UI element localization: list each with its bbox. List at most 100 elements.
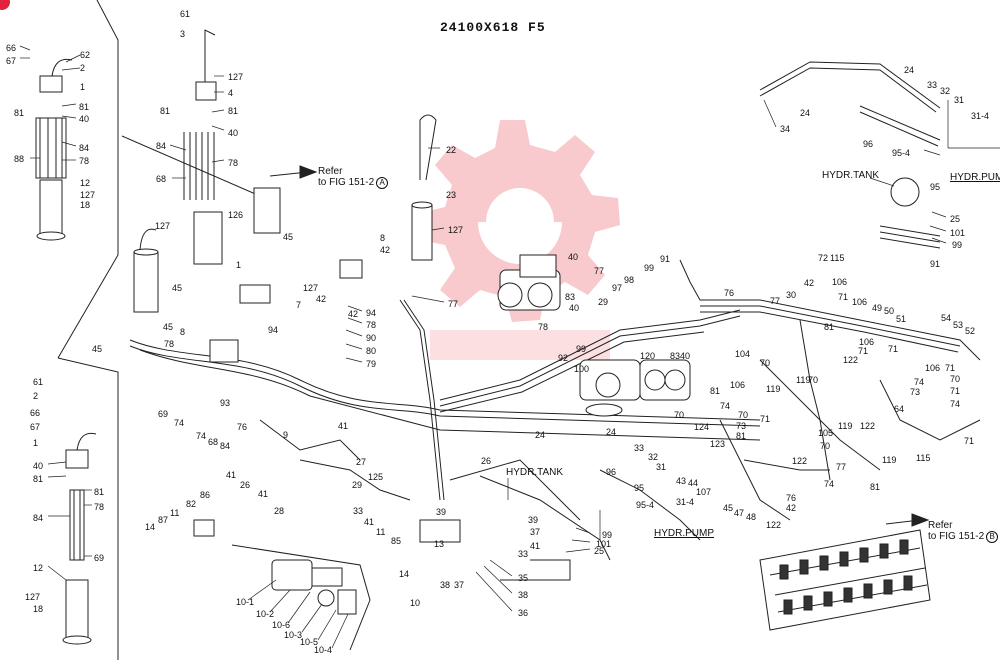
part-label: 74	[196, 431, 207, 441]
part-label: 54	[941, 313, 952, 323]
part-label: 34	[780, 124, 791, 134]
part-label: 78	[366, 320, 377, 330]
part-label: 95-4	[636, 500, 655, 510]
part-label: 99	[952, 240, 963, 250]
part-label: 45	[92, 344, 103, 354]
part-label: 33	[634, 443, 645, 453]
part-label: 50	[884, 306, 895, 316]
part-label: 68	[208, 437, 219, 447]
part-label: 81	[33, 474, 44, 484]
part-label: 36	[518, 608, 529, 618]
part-label: 2	[80, 63, 86, 73]
part-label: 23	[446, 190, 457, 200]
part-label: 48	[746, 512, 757, 522]
part-label: 24	[535, 430, 546, 440]
part-label: 70	[808, 375, 819, 385]
part-label: 71	[945, 363, 956, 373]
part-label: 1	[33, 438, 39, 448]
part-label: 124	[694, 422, 710, 432]
part-label: 73	[910, 387, 921, 397]
part-label: 83	[565, 292, 576, 302]
part-label: 106	[832, 277, 848, 287]
part-label: 2	[33, 391, 39, 401]
part-label: 29	[352, 480, 363, 490]
part-label: 69	[158, 409, 169, 419]
part-label: 11	[170, 508, 180, 518]
part-label: 24	[606, 427, 617, 437]
part-label: 74	[720, 401, 731, 411]
part-label: 53	[953, 320, 964, 330]
part-label: 41	[226, 470, 237, 480]
part-label: 99	[644, 263, 655, 273]
hydr-pump-label-top: HYDR.PUMP	[950, 172, 1000, 183]
part-label: 78	[538, 322, 549, 332]
hydr-pump-label-mid: HYDR.PUMP	[654, 528, 715, 539]
part-label: 70	[820, 441, 831, 451]
part-label: 27	[356, 457, 367, 467]
part-label: 71	[838, 292, 849, 302]
refer-note-a-circle: A	[376, 177, 389, 189]
hydr-tank-label-mid: HYDR.TANK	[506, 467, 564, 478]
part-label: 42	[786, 503, 797, 513]
part-label: 1	[80, 82, 86, 92]
part-label: 99	[576, 344, 587, 354]
part-label: 10-6	[272, 620, 291, 630]
watermark-logo	[420, 120, 620, 360]
part-label: 61	[180, 9, 191, 19]
part-label: 10-1	[236, 597, 255, 607]
part-label: 67	[6, 56, 17, 66]
part-label: 119	[838, 421, 853, 431]
part-label: 84	[220, 441, 231, 451]
part-label: 70	[950, 374, 961, 384]
part-label: 33	[353, 506, 364, 516]
part-label: 74	[914, 377, 925, 387]
part-label: 81	[870, 482, 881, 492]
part-label: 41	[338, 421, 349, 431]
part-label: 81	[228, 106, 239, 116]
part-label: 10-4	[314, 645, 333, 655]
part-label: 127	[303, 283, 319, 293]
hydr-tank-label-top: HYDR.TANK	[822, 170, 880, 181]
part-label: 91	[660, 254, 671, 264]
drawing-title: 24100X618 F5	[440, 20, 546, 35]
part-label: 24	[904, 65, 915, 75]
part-label: 97	[612, 283, 623, 293]
part-label: 74	[174, 418, 185, 428]
part-label: 96	[606, 467, 617, 477]
part-label: 81	[160, 106, 171, 116]
part-label: 24	[800, 108, 811, 118]
part-label: 123	[710, 439, 726, 449]
part-label: 88	[14, 154, 25, 164]
part-label: 126	[228, 210, 244, 220]
part-label: 25	[950, 214, 961, 224]
part-label: 41	[364, 517, 375, 527]
part-label: 101	[596, 539, 612, 549]
part-label: 31-4	[971, 111, 990, 121]
part-label: 76	[724, 288, 735, 298]
part-label: 14	[399, 569, 410, 579]
part-label: 106	[730, 380, 746, 390]
part-label: 78	[228, 158, 239, 168]
part-label: 120	[640, 351, 656, 361]
part-label: 70	[738, 410, 749, 420]
part-label: 45	[172, 283, 183, 293]
part-label: 77	[836, 462, 847, 472]
part-label: 82	[186, 499, 197, 509]
part-label: 42	[316, 294, 327, 304]
part-label: 37	[454, 580, 465, 590]
part-label: 7	[296, 300, 302, 310]
part-label: 42	[380, 245, 391, 255]
part-label: 74	[950, 399, 961, 409]
part-label: 115	[916, 453, 931, 463]
refer-note-a-fig: to FIG 151-2	[318, 177, 375, 188]
part-label: 26	[240, 480, 251, 490]
part-label: 12	[33, 563, 44, 573]
part-label: 78	[79, 156, 90, 166]
part-label: 96	[863, 139, 874, 149]
part-label: 79	[366, 359, 377, 369]
part-label: 13	[434, 539, 445, 549]
part-label: 81	[79, 102, 90, 112]
refer-note-b-circle: B	[986, 531, 999, 543]
part-label: 25	[594, 546, 605, 556]
